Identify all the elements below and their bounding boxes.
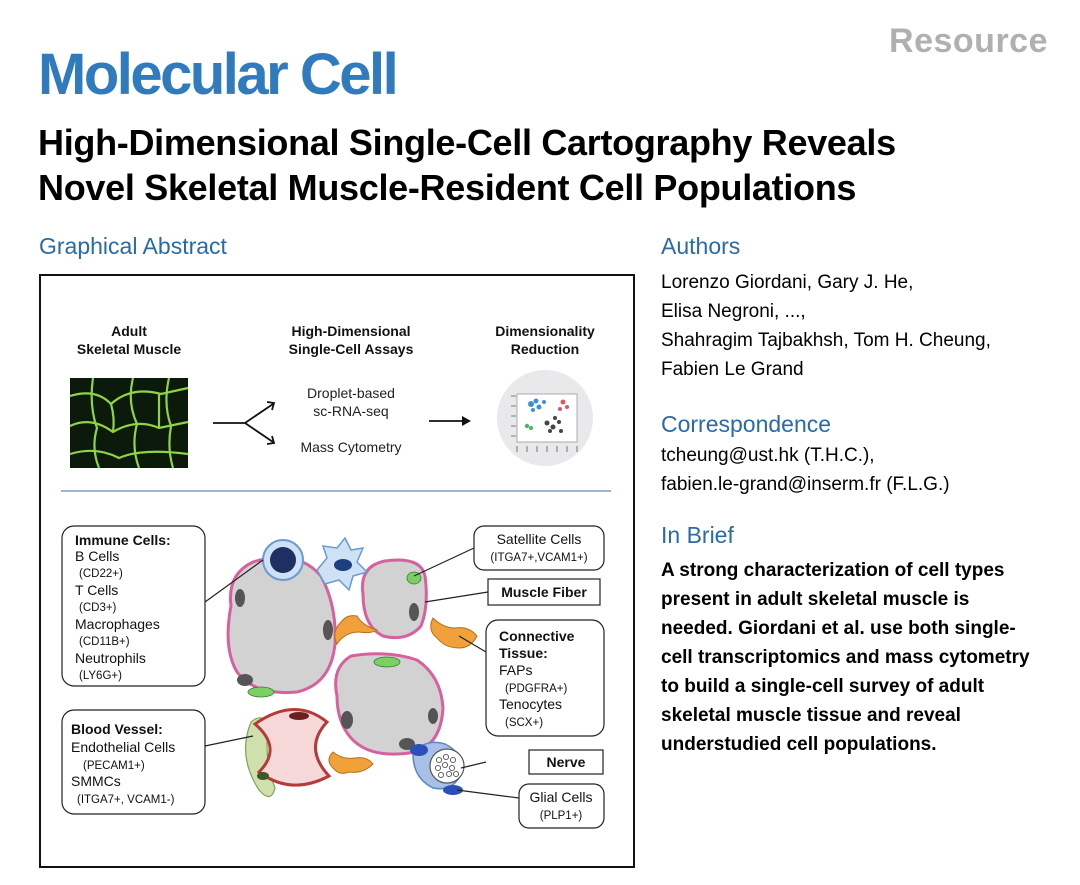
correspondence-email-2[interactable]: fabien.le-grand@inserm.fr (F.L.G.) xyxy=(661,474,950,495)
muscle-fiber-1 xyxy=(226,555,337,698)
muscle-fiber-2 xyxy=(360,558,428,640)
immune-cells-box xyxy=(61,525,206,687)
author-line: Shahragim Tajbakhsh, Tom H. Cheung, xyxy=(661,330,991,351)
glial-marker: (PLP1+) xyxy=(540,810,583,822)
immune-neutrophils: Neutrophils xyxy=(75,650,146,666)
nerve-label: Nerve xyxy=(547,754,586,770)
brief-line: cell transcriptomics and mass cytometry xyxy=(661,647,1030,668)
brief-line: needed. Giordani et al. use both single- xyxy=(661,618,1016,639)
connective-title-1: Connective xyxy=(499,628,575,644)
label-high-dimensional: High-Dimensional xyxy=(291,323,410,339)
label-skeletal-muscle: Skeletal Muscle xyxy=(77,341,181,357)
connective-teno-marker: (SCX+) xyxy=(505,717,543,729)
branch-arrow xyxy=(213,401,276,445)
blood-smmcs: SMMCs xyxy=(71,773,121,789)
nerve-icon xyxy=(410,741,465,795)
fap-cell-icon xyxy=(430,617,478,649)
immune-t-marker: (CD3+) xyxy=(79,602,117,614)
connective-faps: FAPs xyxy=(499,662,532,678)
glial-cells-box xyxy=(518,783,605,829)
immune-b-marker: (CD22+) xyxy=(79,568,123,580)
article-title: High-Dimensional Single-Cell Cartography… xyxy=(38,120,1048,210)
in-brief-heading: In Brief xyxy=(661,522,734,548)
connective-faps-marker: (PDGFRA+) xyxy=(505,683,567,695)
blood-endothelial: Endothelial Cells xyxy=(71,739,175,755)
in-brief-text: A strong characterization of cell types … xyxy=(661,556,1061,759)
brief-line: understudied cell populations. xyxy=(661,734,937,755)
authors-heading: Authors xyxy=(661,233,741,259)
author-line: Fabien Le Grand xyxy=(661,359,804,380)
muscle-fiber-box xyxy=(487,578,601,606)
fap-cell-icon xyxy=(328,751,374,774)
authors-list: Lorenzo Giordani, Gary J. He, Elisa Negr… xyxy=(661,268,1061,384)
immune-b-cells: B Cells xyxy=(75,548,119,564)
journal-name: Molecular Cell xyxy=(38,42,399,107)
satellite-marker: (ITGA7+,VCAM1+) xyxy=(490,552,587,564)
brief-line: present in adult skeletal muscle is xyxy=(661,589,970,610)
brief-line: skeletal muscle tissue and reveal xyxy=(661,705,961,726)
author-line: Lorenzo Giordani, Gary J. He, xyxy=(661,272,914,293)
title-line-2: Novel Skeletal Muscle-Resident Cell Popu… xyxy=(38,167,857,208)
muscle-fiber-label: Muscle Fiber xyxy=(501,584,587,600)
connective-tissue-box xyxy=(485,619,605,737)
nerve-box xyxy=(528,749,604,775)
label-droplet-based: Droplet-based xyxy=(307,385,395,401)
muscle-micrograph xyxy=(69,377,189,469)
graphical-abstract-figure: Adult Skeletal Muscle High-Dimensional S… xyxy=(39,274,635,868)
immune-macrophages: Macrophages xyxy=(75,616,160,632)
b-cell-icon xyxy=(262,539,304,581)
label-reduction: Reduction xyxy=(511,341,579,357)
title-line-1: High-Dimensional Single-Cell Cartography… xyxy=(38,122,896,163)
graphical-abstract-heading: Graphical Abstract xyxy=(39,233,227,259)
connector-lines xyxy=(204,547,520,799)
correspondence-heading: Correspondence xyxy=(661,411,832,437)
blood-vessel-box xyxy=(61,709,206,815)
blood-smmc-marker: (ITGA7+, VCAM1-) xyxy=(77,794,175,806)
satellite-name: Satellite Cells xyxy=(497,531,582,547)
correspondence-list: tcheung@ust.hk (T.H.C.), fabien.le-grand… xyxy=(661,441,1061,499)
brief-line: to build a single-cell survey of adult xyxy=(661,676,985,697)
macrophage-icon xyxy=(316,536,369,592)
author-line: Elisa Negroni, ..., xyxy=(661,301,806,322)
label-mass-cytometry: Mass Cytometry xyxy=(300,439,401,455)
immune-title: Immune Cells: xyxy=(75,532,171,548)
blood-endo-marker: (PECAM1+) xyxy=(83,760,145,772)
label-dimensionality: Dimensionality xyxy=(495,323,595,339)
glial-name: Glial Cells xyxy=(529,789,592,805)
graphical-abstract-svg: Adult Skeletal Muscle High-Dimensional S… xyxy=(61,323,611,829)
label-adult: Adult xyxy=(111,323,147,339)
label-sc-rna-seq: sc-RNA-seq xyxy=(313,403,388,419)
blood-title: Blood Vessel: xyxy=(71,721,163,737)
immune-neu-marker: (LY6G+) xyxy=(79,670,122,682)
connective-title-2: Tissue: xyxy=(499,645,548,661)
brief-line: A strong characterization of cell types xyxy=(661,560,1005,581)
immune-t-cells: T Cells xyxy=(75,582,118,598)
umap-plot xyxy=(497,370,593,466)
article-type-badge: Resource xyxy=(889,22,1048,60)
correspondence-email-1[interactable]: tcheung@ust.hk (T.H.C.), xyxy=(661,445,875,466)
blood-vessel-icon xyxy=(245,708,332,798)
muscle-fiber-3 xyxy=(334,652,445,756)
right-arrow-icon xyxy=(429,416,471,426)
fap-cell-icon xyxy=(334,615,379,645)
connective-tenocytes: Tenocytes xyxy=(499,696,562,712)
satellite-cells-box xyxy=(473,525,605,571)
label-single-cell-assays: Single-Cell Assays xyxy=(289,341,414,357)
immune-mac-marker: (CD11B+) xyxy=(79,636,130,648)
